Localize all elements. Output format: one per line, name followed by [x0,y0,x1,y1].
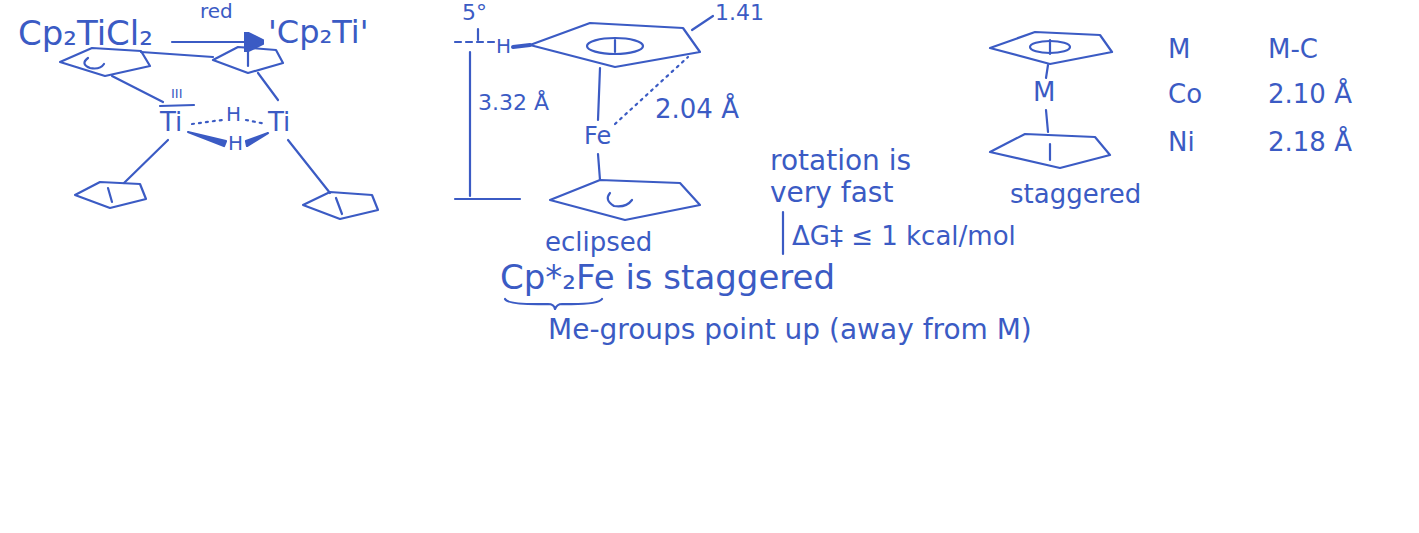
cp-ring [990,134,1110,168]
reference-line [455,41,494,43]
ring-metal-bond [598,154,600,180]
atom-label: H [228,132,243,155]
cp-ring [213,47,283,73]
ring-mark [84,58,104,69]
ring-mark [614,40,616,52]
distance-label: 3.32 Å [478,90,549,115]
formula: Cp₂TiCl₂ [18,14,153,53]
cp-ring [530,23,700,67]
ring-metal-bond [112,76,163,102]
ring-metal-bond [1046,110,1048,132]
atom-label: Ti [268,108,290,138]
ring-mark [1049,40,1051,54]
table-header: M-C [1268,35,1318,65]
atom-label: H [226,103,241,126]
bond-length: 1.41 [715,0,764,25]
atom-label: M [1033,78,1055,108]
ring-metal-bond [288,140,330,193]
ring-metal-bond [598,68,600,120]
conformation-label: eclipsed [545,228,652,258]
reference-line [455,198,520,200]
energy-label: ΔG‡ ≤ 1 kcal/mol [792,222,1016,252]
ring-mark [336,198,342,214]
reaction-arrow [172,41,262,43]
ring-circle [1030,41,1070,53]
note: rotation is very fast [770,145,940,209]
dimension-line [469,52,471,196]
ring-mark [247,52,249,66]
hydride-bridge [246,120,266,124]
c-h-bond [513,45,530,47]
oxidation-state: III [171,87,183,102]
atom-label: Fe [584,123,611,151]
leader-line [692,16,713,30]
angle-label: 5° [462,0,487,25]
table-cell: Co [1168,80,1202,110]
note-line [782,212,784,254]
note: Me-groups point up (away from M) [548,314,1032,346]
bar [160,105,194,106]
ring-metal-bond [124,140,168,183]
table-header: M [1168,35,1190,65]
ring-circle [587,38,643,54]
ring-mark [608,193,632,206]
ring-metal-bond [1046,65,1048,78]
ring-mark [108,188,112,202]
table-cell: 2.10 Å [1268,80,1352,110]
table-cell: 2.18 Å [1268,128,1352,158]
wedge-bond [188,132,226,146]
ring-mark [1049,144,1051,160]
hydride-bridge [192,120,222,124]
reagent-label: red [200,0,233,23]
note: Cp*₂Fe is staggered [500,258,835,297]
formula: 'Cp₂Ti' [268,14,369,51]
atom-label: Ti [160,108,182,138]
underbrace [505,299,602,309]
cp-ring [990,32,1112,64]
cp-ring [75,182,146,208]
distance-label: 2.04 Å [655,95,739,125]
ring-metal-bond [258,73,278,100]
conformation-label: staggered [1010,180,1141,210]
cp-ring [303,192,378,219]
wedge-bond [246,133,268,146]
atom-label: H [496,35,511,58]
cp-ring [550,180,700,220]
angle-mark [477,29,479,40]
table-cell: Ni [1168,128,1195,158]
